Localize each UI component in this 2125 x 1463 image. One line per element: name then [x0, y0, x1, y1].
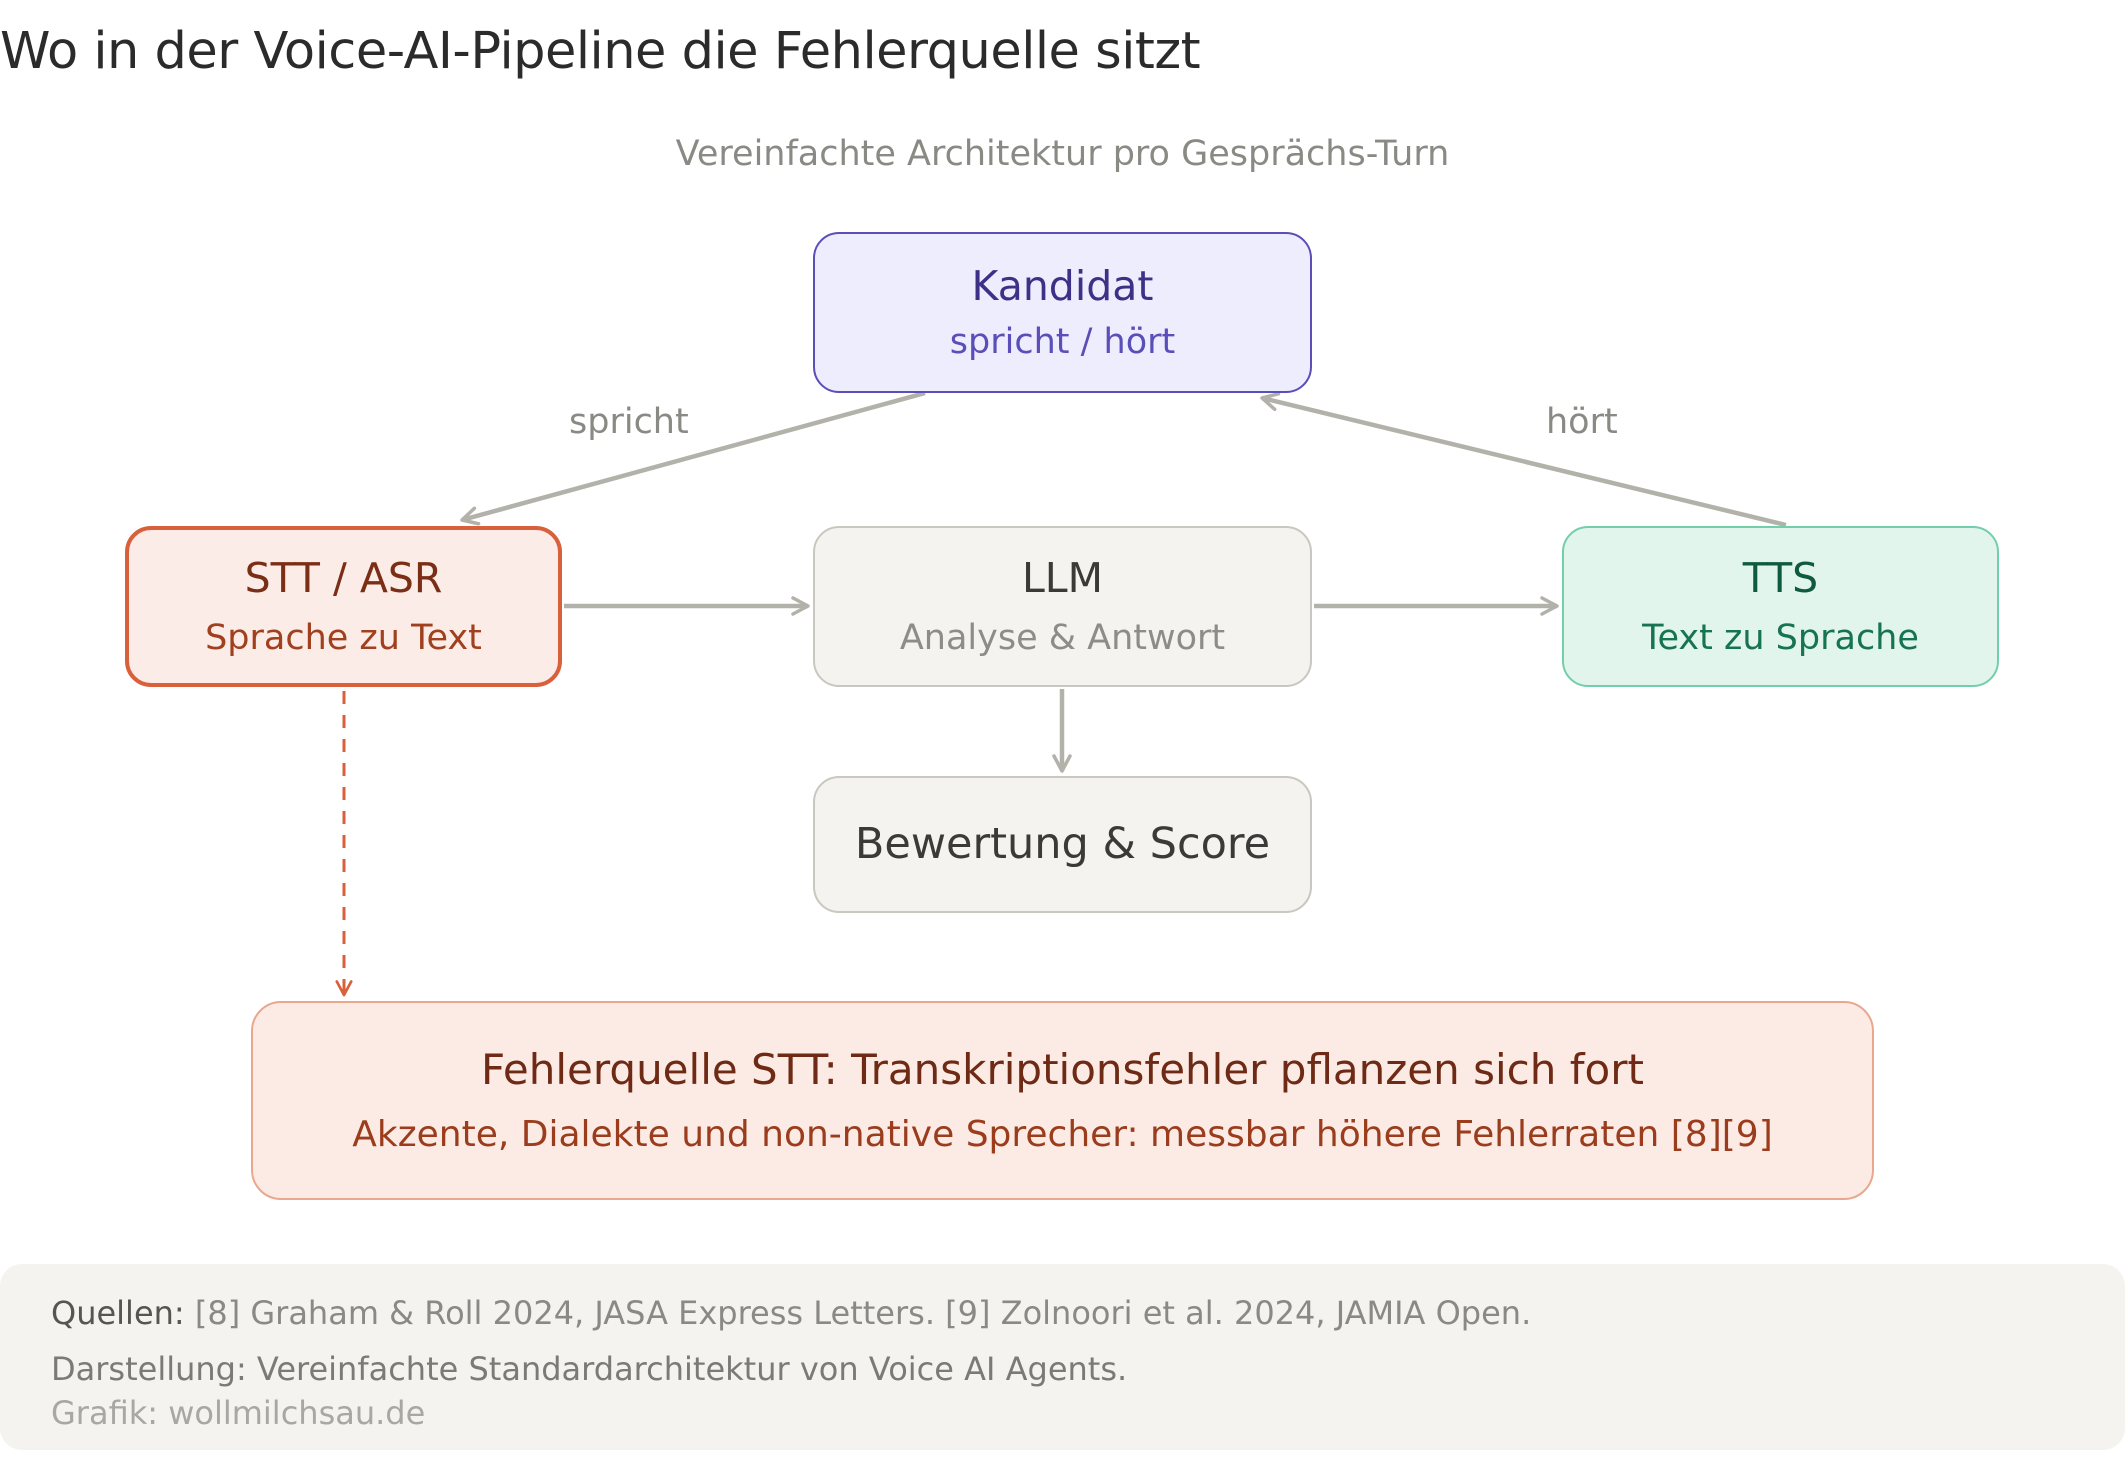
node-stt-subtitle: Sprache zu Text — [205, 617, 482, 658]
node-kandidat: Kandidat spricht / hört — [813, 232, 1312, 393]
footer-credit: Grafik: wollmilchsau.de — [51, 1394, 426, 1432]
node-llm-subtitle: Analyse & Antwort — [899, 617, 1226, 658]
node-bewertung-score: Bewertung & Score — [813, 776, 1312, 913]
node-kandidat-title: Kandidat — [971, 261, 1154, 310]
node-tts: TTS Text zu Sprache — [1562, 526, 1999, 687]
node-stt-asr: STT / ASR Sprache zu Text — [125, 526, 562, 687]
error-source-detail: Akzente, Dialekte und non-native Spreche… — [352, 1113, 1773, 1155]
node-error-source: Fehlerquelle STT: Transkriptionsfehler p… — [251, 1001, 1874, 1200]
footer-sources-lead: Quellen: — [51, 1294, 185, 1332]
edge-label-spricht: spricht — [569, 402, 689, 442]
edge-kandidat-to-stt — [460, 390, 926, 526]
footer-sources-text: [8] Graham & Roll 2024, JASA Express Let… — [184, 1294, 1532, 1332]
footer-note: Darstellung: Vereinfachte Standardarchit… — [51, 1350, 1128, 1388]
error-source-title: Fehlerquelle STT: Transkriptionsfehler p… — [481, 1044, 1644, 1094]
node-llm: LLM Analyse & Antwort — [813, 526, 1312, 687]
page-title: Wo in der Voice-AI-Pipeline die Fehlerqu… — [0, 22, 1201, 81]
node-kandidat-subtitle: spricht / hört — [949, 321, 1176, 362]
footer-sources: Quellen: [8] Graham & Roll 2024, JASA Ex… — [51, 1294, 1531, 1332]
footer-panel — [0, 1264, 2125, 1450]
diagram-subtitle: Vereinfachte Architektur pro Gesprächs-T… — [675, 134, 1450, 174]
edge-tts-to-kandidat — [1260, 392, 1787, 528]
node-score-title: Bewertung & Score — [854, 818, 1271, 869]
node-stt-title: STT / ASR — [244, 553, 443, 602]
node-tts-subtitle: Text zu Sprache — [1642, 617, 1919, 658]
node-llm-title: LLM — [1021, 553, 1104, 602]
node-tts-title: TTS — [1742, 553, 1819, 602]
edge-label-hoert: hört — [1546, 402, 1618, 442]
